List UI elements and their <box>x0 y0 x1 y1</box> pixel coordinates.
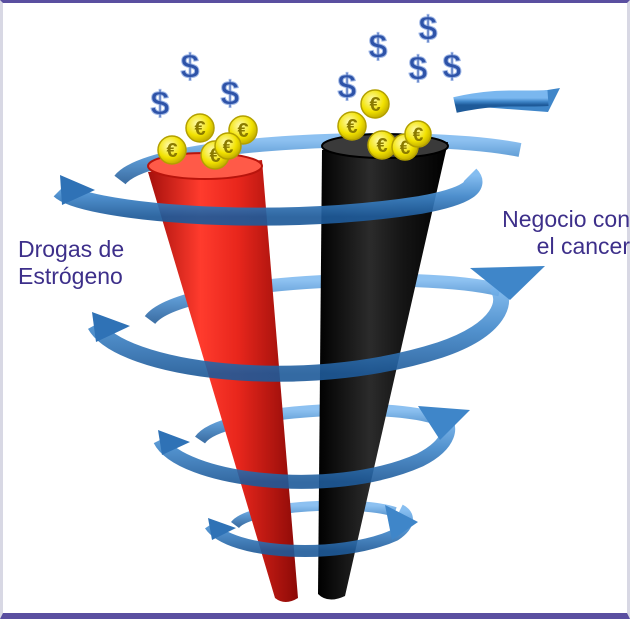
label-left-line2: Estrógeno <box>18 263 123 289</box>
svg-text:€: € <box>166 140 177 162</box>
label-right-line2: el cancer <box>536 233 630 259</box>
euro-coin-icon: € <box>157 135 187 165</box>
euro-coin-icon: € <box>337 111 367 141</box>
svg-text:€: € <box>209 145 220 167</box>
euro-coin-icon: € <box>404 120 432 148</box>
svg-text:€: € <box>223 137 234 158</box>
euro-coin-icon: € <box>185 113 215 143</box>
dollar-sign-icon: $ <box>443 48 462 86</box>
euro-coin-group-left: € € € € € <box>157 113 258 170</box>
euro-coin-icon: € <box>360 89 390 119</box>
dollar-sign-icon: $ <box>409 50 428 88</box>
svg-text:€: € <box>400 138 411 159</box>
dollar-sign-icon: $ <box>369 28 388 66</box>
svg-text:€: € <box>376 135 387 157</box>
label-left-line1: Drogas de <box>18 236 125 262</box>
svg-text:€: € <box>413 125 424 146</box>
dollar-sign-icon: $ <box>151 85 170 123</box>
svg-text:€: € <box>369 94 380 116</box>
label-right-line1: Negocio con <box>502 206 630 232</box>
dollar-sign-group: $ $ $ $ $ $ $ $ <box>150 10 462 124</box>
label-cancer-business: Negocio con el cancer <box>470 206 630 260</box>
spiral-arrow-back <box>114 133 522 529</box>
euro-coin-icon: € <box>214 132 242 160</box>
dollar-sign-icon: $ <box>181 48 200 86</box>
dollar-sign-icon: $ <box>338 68 357 106</box>
dollar-sign-icon: $ <box>419 10 438 48</box>
dollar-sign-icon: $ <box>221 75 240 113</box>
svg-text:€: € <box>194 118 205 140</box>
euro-coin-group-right: € € € € € <box>337 89 432 161</box>
svg-text:€: € <box>346 116 357 138</box>
label-estrogen-drugs: Drogas de Estrógeno <box>18 236 124 290</box>
svg-text:€: € <box>237 120 248 142</box>
spiral-arrow-icon <box>53 88 560 557</box>
